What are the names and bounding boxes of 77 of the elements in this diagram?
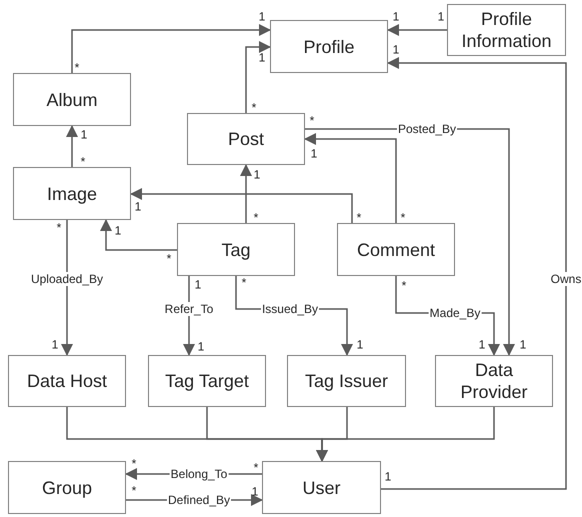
edge-label: Belong_To — [170, 467, 228, 481]
class-box — [337, 223, 455, 276]
multiplicity: * — [56, 222, 62, 234]
multiplicity: 1 — [194, 278, 202, 292]
multiplicity: 1 — [80, 128, 88, 142]
multiplicity: * — [402, 280, 406, 292]
multiplicity: 1 — [438, 10, 444, 24]
multiplicity: 1 — [258, 52, 266, 64]
multiplicity: 1 — [252, 486, 258, 498]
multiplicity: 1 — [52, 338, 58, 352]
class-name: Tag Target — [165, 370, 249, 392]
class-box — [435, 355, 553, 407]
edge-label: Uploaded_By — [30, 272, 104, 286]
class-box — [447, 4, 566, 56]
class-name: Group — [42, 476, 92, 498]
multiplicity: 1 — [254, 168, 260, 182]
multiplicity: 1 — [258, 10, 266, 24]
class-name: Profile Information — [460, 8, 553, 52]
class-name: User — [302, 476, 340, 498]
class-box — [8, 461, 126, 514]
edge-label: Posted_By — [396, 122, 458, 136]
multiplicity: 1 — [520, 338, 526, 352]
association-arrow — [61, 220, 73, 356]
multiplicity: 1 — [392, 10, 400, 24]
multiplicity: * — [254, 212, 258, 224]
association-arrow — [240, 164, 252, 223]
class-name: Profile — [303, 36, 355, 58]
multiplicity: * — [254, 462, 258, 474]
multiplicity: * — [252, 102, 256, 114]
multiplicity: * — [166, 252, 172, 266]
association-arrow — [100, 219, 177, 251]
association-arrow — [381, 57, 567, 490]
class-box — [13, 167, 131, 220]
edge-label: Made_By — [428, 306, 482, 320]
multiplicity: 1 — [392, 44, 400, 56]
class-box — [148, 355, 266, 407]
class-name: Image — [46, 182, 98, 204]
edge-label: Refer_To — [164, 302, 214, 316]
multiplicity: * — [80, 156, 86, 168]
class-box — [187, 113, 305, 165]
multiplicity: * — [132, 458, 136, 470]
class-box — [287, 355, 406, 407]
association-arrow — [71, 24, 271, 73]
class-name: Album — [46, 88, 98, 110]
multiplicity: * — [74, 62, 80, 74]
association-arrow — [245, 41, 271, 113]
multiplicity: 1 — [134, 200, 142, 214]
class-box — [13, 73, 131, 126]
multiplicity: 1 — [356, 338, 364, 352]
multiplicity: * — [132, 484, 136, 498]
edge-label: Owns — [550, 272, 582, 286]
multiplicity: 1 — [198, 340, 204, 354]
multiplicity: 1 — [384, 470, 392, 484]
class-name: Data Host — [26, 370, 108, 392]
multiplicity: * — [356, 212, 362, 224]
class-box — [177, 223, 295, 276]
class-name: Post — [228, 128, 264, 150]
class-name: Tag Issuer — [304, 370, 388, 392]
association-arrow — [304, 133, 397, 223]
association-arrow — [387, 24, 447, 36]
association-arrow — [316, 407, 495, 462]
class-box — [8, 355, 126, 407]
multiplicity: 1 — [114, 224, 122, 238]
class-box — [262, 461, 381, 514]
edge-label: Defined_By — [166, 493, 232, 507]
class-name: Tag — [221, 238, 251, 260]
class-name: Comment — [356, 238, 436, 260]
multiplicity: * — [242, 276, 246, 290]
association-arrow — [130, 188, 353, 223]
multiplicity: * — [310, 114, 314, 128]
edge-label: Issued_By — [260, 302, 320, 316]
association-arrow — [66, 125, 78, 167]
class-name: Data Provider — [459, 359, 529, 403]
multiplicity: 1 — [478, 338, 486, 352]
class-box — [270, 20, 388, 73]
multiplicity: 1 — [310, 148, 318, 160]
multiplicity: * — [400, 212, 406, 224]
